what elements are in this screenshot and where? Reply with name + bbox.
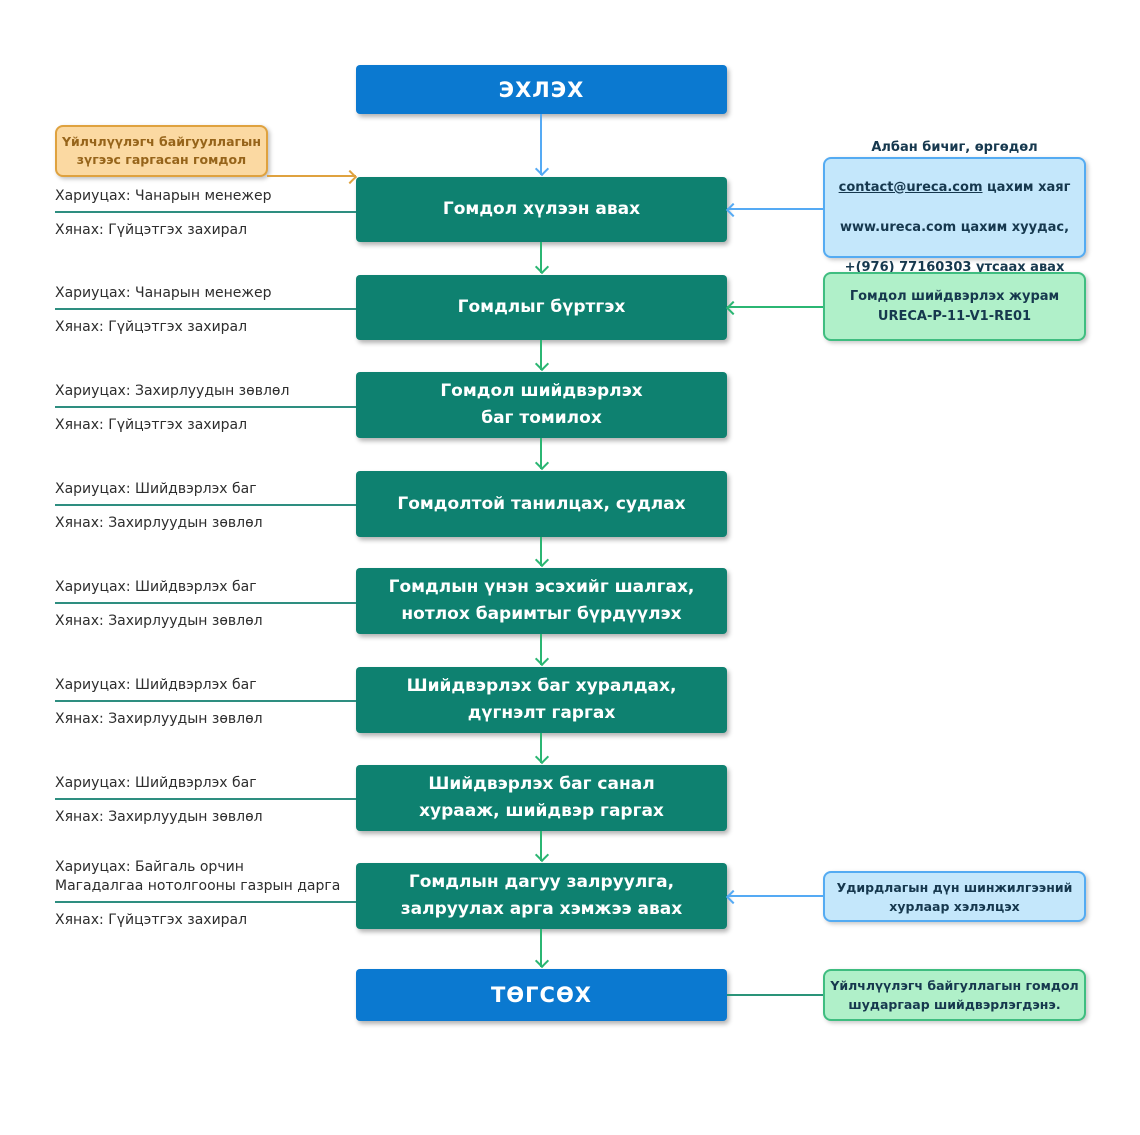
start-node: ЭХЛЭХ [356,65,727,114]
contact-info-note: Албан бичиг, өргөдөл contact@ureca.com ц… [823,140,1086,275]
annotation-divider [55,308,356,310]
arrow-down-icon [540,438,542,469]
arrow-down-icon [540,733,542,763]
contact-line-rest: цахим хаяг [982,179,1071,195]
management-review-note: Удирдлагын дүн шинжилгээний хурлаар хэлэ… [823,871,1086,922]
contact-email-link[interactable]: contact@ureca.com [838,179,983,195]
arrow-down-icon [540,537,542,566]
responsible-label: Хариуцах: Шийдвэрлэх баг [55,775,257,791]
responsible-label: Хариуцах: Шийдвэрлэх баг [55,481,257,497]
responsible-label: Хариуцах: Шийдвэрлэх баг [55,677,257,693]
annotation-divider [55,406,356,408]
arrow-down-icon [540,831,542,861]
arrow-down-icon [540,242,542,273]
arrow-down-icon [540,634,542,665]
procedure-note-arrow [727,306,823,308]
annotation-step-2: Хариуцах: Чанарын менежер Хянах: Гүйцэтг… [55,284,356,337]
arrow-down-icon [540,340,542,370]
annotation-divider [55,504,356,506]
annotation-step-3: Хариуцах: Захирлуудын зөвлөл Хянах: Гүйц… [55,382,356,435]
callout-arrow [267,175,356,177]
annotation-step-5: Хариуцах: Шийдвэрлэх баг Хянах: Захирлуу… [55,578,356,631]
annotation-divider [55,901,356,903]
team-meeting-node: Шийдвэрлэх баг хуралдах, дүгнэлт гаргах [356,667,727,733]
arrow-down-icon [540,929,542,967]
monitor-label: Хянах: Гүйцэтгэх захирал [55,319,248,335]
corrective-action-node: Гомдлын дагуу залруулга, залруулах арга … [356,863,727,929]
contact-line: contact@ureca.com цахим хаяг [839,178,1071,198]
annotation-divider [55,798,356,800]
contact-line: Албан бичиг, өргөдөл [871,139,1038,155]
result-note: Үйлчлүүлэгч байгуллагын гомдол шударгаар… [823,969,1086,1021]
contact-line: +(976) 77160303 утсаах авах [844,259,1065,275]
register-complaint-node: Гомдлыг бүртгэх [356,275,727,340]
end-node: ТӨГСӨХ [356,969,727,1021]
receive-complaint-node: Гомдол хүлээн авах [356,177,727,242]
procedure-text: Гомдол шийдвэрлэх журам URECA-P-11-V1-RE… [849,288,1060,324]
annotation-step-8: Хариуцах: Байгаль орчин Магадалгаа нотол… [55,858,356,930]
contact-note-arrow [727,208,823,210]
responsible-label: Хариуцах: Чанарын менежер [55,285,272,301]
monitor-label: Хянах: Гүйцэтгэх захирал [55,912,248,928]
verify-complaint-node: Гомдлын үнэн эсэхийг шалгах, нотлох бари… [356,568,727,634]
monitor-label: Хянах: Захирлуудын зөвлөл [55,809,263,825]
review-complaint-node: Гомдолтой танилцах, судлах [356,471,727,537]
annotation-step-4: Хариуцах: Шийдвэрлэх баг Хянах: Захирлуу… [55,480,356,533]
monitor-label: Хянах: Захирлуудын зөвлөл [55,613,263,629]
monitor-label: Хянах: Гүйцэтгэх захирал [55,417,248,433]
team-vote-node: Шийдвэрлэх баг санал хурааж, шийдвэр гар… [356,765,727,831]
management-review-text: Удирдлагын дүн шинжилгээний хурлаар хэлэ… [836,879,1073,914]
responsible-label: Хариуцах: Захирлуудын зөвлөл [55,383,290,399]
monitor-label: Хянах: Гүйцэтгэх захирал [55,222,248,238]
annotation-divider [55,700,356,702]
result-note-connector [727,994,823,996]
customer-complaint-callout: Үйлчлүүлэгч байгууллагын зүгээс гаргасан… [55,125,268,177]
appoint-team-node: Гомдол шийдвэрлэх баг томилох [356,372,727,438]
responsible-label: Хариуцах: Шийдвэрлэх баг [55,579,257,595]
procedure-note: Гомдол шийдвэрлэх журам URECA-P-11-V1-RE… [823,272,1086,341]
monitor-label: Хянах: Захирлуудын зөвлөл [55,515,263,531]
contact-line: www.ureca.com цахим хуудас, [839,219,1070,235]
arrow-down-icon [540,114,542,175]
annotation-step-6: Хариуцах: Шийдвэрлэх баг Хянах: Захирлуу… [55,676,356,729]
annotation-divider [55,211,356,213]
responsible-label: Хариуцах: Байгаль орчин Магадалгаа нотол… [55,859,341,894]
monitor-label: Хянах: Захирлуудын зөвлөл [55,711,263,727]
management-note-arrow [727,895,823,897]
annotation-divider [55,602,356,604]
annotation-step-1: Хариуцах: Чанарын менежер Хянах: Гүйцэтг… [55,187,356,240]
responsible-label: Хариуцах: Чанарын менежер [55,188,272,204]
result-text: Үйлчлүүлэгч байгуллагын гомдол шударгаар… [830,978,1079,1012]
annotation-step-7: Хариуцах: Шийдвэрлэх баг Хянах: Захирлуу… [55,774,356,827]
